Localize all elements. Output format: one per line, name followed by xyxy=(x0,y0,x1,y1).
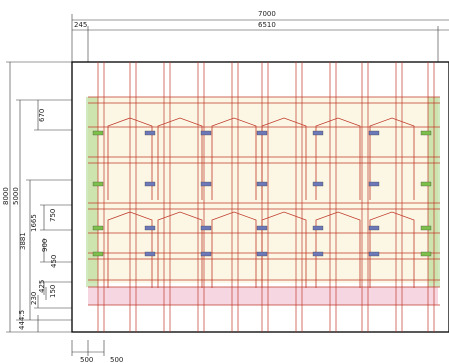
dim-offset-left: 245 xyxy=(74,21,87,29)
dim-top-gap: 670 xyxy=(38,109,46,122)
dim-low-c: 150 xyxy=(49,285,57,298)
connector-green-right xyxy=(420,225,432,231)
connector-blue xyxy=(256,251,268,257)
door-panels xyxy=(107,117,415,288)
connector-green-right xyxy=(420,251,432,257)
dim-total-width: 7000 xyxy=(258,10,276,18)
dim-bottom-a: 500 xyxy=(80,356,93,363)
connector-blue xyxy=(200,181,212,187)
connector-blue xyxy=(200,251,212,257)
main-frame-outline xyxy=(71,61,449,333)
connector-blue xyxy=(256,181,268,187)
connector-blue xyxy=(144,181,156,187)
connector-green-right xyxy=(420,130,432,136)
door-panel-outline xyxy=(157,211,203,288)
dim-mid-c: 450 xyxy=(50,255,58,268)
door-panel-outline xyxy=(261,211,307,288)
bottom-dimensions xyxy=(71,340,105,356)
connector-blue xyxy=(368,130,380,136)
connector-blue xyxy=(144,225,156,231)
connector-blue xyxy=(200,225,212,231)
connector-markers xyxy=(92,130,432,257)
connector-blue xyxy=(368,181,380,187)
connector-blue xyxy=(256,225,268,231)
door-panel-outline xyxy=(261,117,307,200)
door-panel-outline xyxy=(315,211,361,288)
green-left-band xyxy=(86,97,98,287)
connector-blue xyxy=(312,225,324,231)
dim-base: 444.5 xyxy=(18,310,26,330)
connector-green-left xyxy=(92,225,104,231)
dim-height-b: 1665 xyxy=(30,214,38,232)
door-panel-outline xyxy=(211,211,257,288)
door-panel-outline xyxy=(157,117,203,200)
door-panel-outline xyxy=(107,211,153,288)
top-dimensions xyxy=(71,14,449,62)
door-panel-outline xyxy=(211,117,257,200)
dim-bottom-b: 500 xyxy=(110,356,123,363)
connector-blue xyxy=(312,181,324,187)
connector-blue xyxy=(312,251,324,257)
connector-green-left xyxy=(92,251,104,257)
door-panel-outline xyxy=(369,211,415,288)
connector-blue xyxy=(144,251,156,257)
connector-green-left xyxy=(92,181,104,187)
connector-blue xyxy=(200,130,212,136)
left-dimensions xyxy=(6,61,72,333)
dim-height-a: 3881 xyxy=(19,232,27,250)
dim-low-a: 425 xyxy=(38,280,46,293)
connector-green-right xyxy=(420,181,432,187)
connector-green-left xyxy=(92,130,104,136)
dim-total-height: 8000 xyxy=(2,187,10,205)
dim-low-b: 230 xyxy=(30,292,38,305)
dim-inner-width: 6510 xyxy=(258,21,276,29)
connector-blue xyxy=(368,225,380,231)
door-panel-outline xyxy=(315,117,361,200)
connector-blue xyxy=(256,130,268,136)
dim-mid-a: 750 xyxy=(49,209,57,222)
connector-blue xyxy=(368,251,380,257)
dim-mid-b: 900 xyxy=(41,239,49,252)
dim-height-main: 5000 xyxy=(12,187,20,205)
frame-grid xyxy=(88,62,440,332)
door-panel-outline xyxy=(369,117,415,200)
pink-base-band xyxy=(88,287,438,305)
door-panel-outline xyxy=(107,117,153,200)
connector-blue xyxy=(312,130,324,136)
connector-blue xyxy=(144,130,156,136)
